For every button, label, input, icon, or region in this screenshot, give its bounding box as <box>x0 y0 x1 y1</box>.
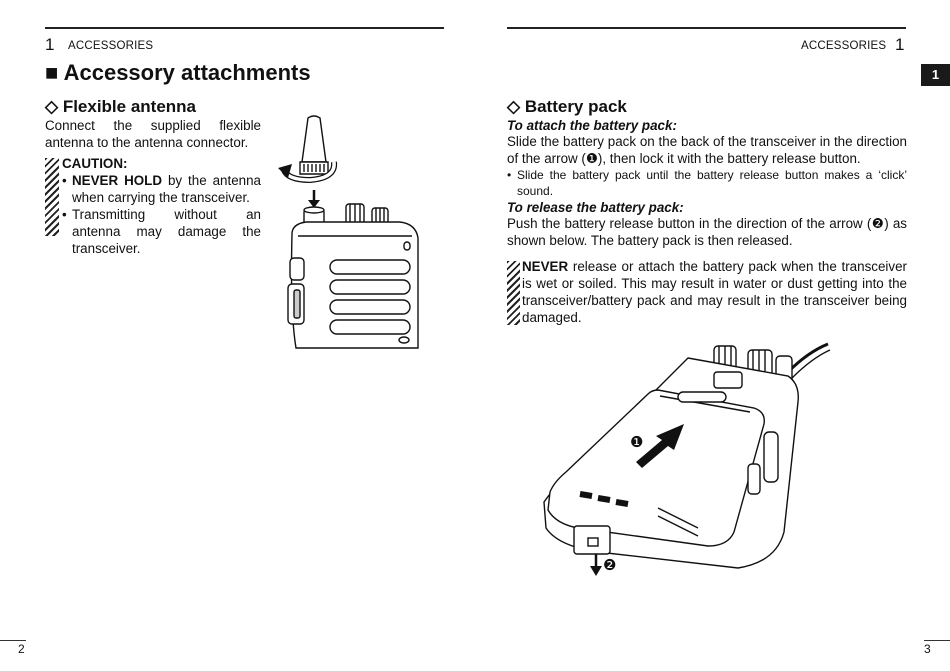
attach-note: • Slide the battery pack until the batte… <box>507 167 907 199</box>
header-rule-left <box>45 27 444 29</box>
chapter-title-right: ACCESSORIES <box>801 40 887 52</box>
subsection-marker: ◇ <box>507 97 521 116</box>
subsection-heading-battery: ◇ Battery pack <box>507 97 627 117</box>
callout-2: ❷ <box>603 557 617 574</box>
caution-label: CAUTION: <box>62 156 128 171</box>
chapter-title-left: ACCESSORIES <box>68 40 154 52</box>
chapter-tab: 1 <box>921 64 950 86</box>
warning-hatch-icon <box>507 261 520 325</box>
subsection-title: Flexible antenna <box>62 97 197 116</box>
attach-text: Slide the battery pack on the back of th… <box>507 134 907 166</box>
release-heading: To release the battery pack: <box>507 200 684 215</box>
caution-item: • Transmitting without an antenna may da… <box>62 206 261 257</box>
page-number-left: 2 <box>18 642 25 656</box>
antenna-attach-illustration <box>278 115 419 349</box>
subsection-title: Battery pack <box>524 97 627 116</box>
battery-attach-illustration <box>543 342 831 576</box>
antenna-intro: Connect the supplied flexible antenna to… <box>45 118 261 150</box>
attach-heading: To attach the battery pack: <box>507 118 677 133</box>
caution-item-rest: by the antenna when carrying the transce… <box>72 173 261 205</box>
bullet: • <box>62 207 67 222</box>
footer-rule-right <box>924 640 950 641</box>
callout-1: ❶ <box>630 434 644 451</box>
section-title: Accessory attachments <box>63 60 311 85</box>
chapter-number-right: 1 <box>895 35 905 54</box>
section-heading: ■ Accessory attachments <box>45 60 311 86</box>
caution-item-bold: NEVER HOLD <box>72 173 163 188</box>
subsection-heading-antenna: ◇ Flexible antenna <box>45 97 196 117</box>
warning-bold: NEVER <box>522 259 569 274</box>
subsection-marker: ◇ <box>45 97 59 116</box>
caution-item-text: NEVER HOLD by the antenna when carrying … <box>72 172 261 206</box>
chapter-number-left: 1 <box>45 35 55 54</box>
attach-note-text: Slide the battery pack until the battery… <box>517 168 907 198</box>
warning-rest: release or attach the battery pack when … <box>522 259 907 325</box>
caution-item: • NEVER HOLD by the antenna when carryin… <box>62 172 261 206</box>
caution-item-text: Transmitting without an antenna may dama… <box>72 207 261 256</box>
caution-block: CAUTION: • NEVER HOLD by the antenna whe… <box>62 155 261 257</box>
caution-hatch-icon <box>45 158 59 236</box>
header-rule-right <box>507 27 906 29</box>
footer-rule-left <box>0 640 26 641</box>
page-number-right: 3 <box>924 642 931 656</box>
release-text: Push the battery release button in the d… <box>507 216 907 248</box>
bullet: • <box>62 173 67 188</box>
section-marker: ■ <box>45 60 59 85</box>
warning-text: NEVER release or attach the battery pack… <box>522 258 907 326</box>
bullet: • <box>507 168 512 182</box>
